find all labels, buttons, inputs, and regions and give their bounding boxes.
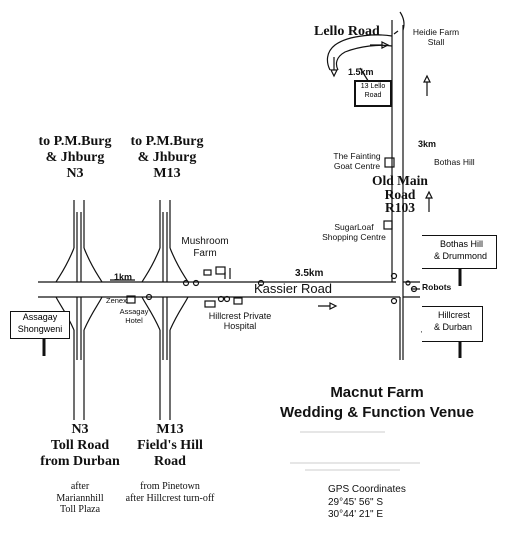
m13-bottom-line-1: M13 xyxy=(156,422,184,437)
venue-title-line-2: Wedding & Function Venue xyxy=(280,403,474,421)
gps-longitude: 30°44' 21" E xyxy=(328,509,384,520)
sugarloaf-line-1: SugarLoaf xyxy=(334,222,374,232)
n3-top-line-2: & Jhburg xyxy=(45,150,105,166)
lello-road-label: Lello Road xyxy=(314,24,380,39)
assagay-hotel-label: Assagay Hotel xyxy=(114,307,154,325)
sugarloaf-line-2: Shopping Centre xyxy=(322,231,386,242)
m13-bottom-direction: M13 Field's Hill Road xyxy=(110,422,230,470)
assagay-sign-line-1: Assagay xyxy=(22,312,58,322)
heidie-farm-stall-label: Heidie Farm Stall xyxy=(406,27,466,48)
distance-3km: 3km xyxy=(418,139,437,149)
m13-note-line-1: from Pinetown xyxy=(140,481,200,492)
lello13-line-1: 13 Lello xyxy=(360,83,386,90)
fainting-goat-line-2: Goat Centre xyxy=(333,160,381,171)
n3-bottom-direction: N3 Toll Road from Durban xyxy=(20,422,140,470)
kassier-road-label: Kassier Road xyxy=(254,281,333,296)
heidie-line-2: Stall xyxy=(427,36,445,47)
hillcrest-durban-sign: Hillcrest & Durban xyxy=(422,306,483,342)
gps-label: GPS Coordinates xyxy=(328,484,406,495)
n3-note-line-2: Mariannhill xyxy=(56,492,104,504)
hospital-line-2: Hospital xyxy=(223,321,257,332)
kassier-road xyxy=(38,281,400,298)
m13-bottom-note: from Pinetown after Hillcrest turn-off xyxy=(100,481,240,504)
hillcrest-hospital-label: Hillcrest Private Hospital xyxy=(196,311,284,332)
assagay-hotel-line-2: Hotel xyxy=(125,315,143,325)
n3-bottom-line-3: from Durban xyxy=(40,454,120,470)
hospital-line-1: Hillcrest Private xyxy=(208,311,272,321)
distance-1-5km: 1.5km xyxy=(348,67,374,77)
bothas-sign-line-2: & Drummond xyxy=(434,250,488,261)
n3-bottom-line-1: N3 xyxy=(71,422,89,437)
heidie-line-1: Heidie Farm xyxy=(412,27,460,37)
bothas-drummond-sign: Bothas Hill & Drummond xyxy=(422,235,497,269)
old-main-line-1: Old Main xyxy=(372,173,428,188)
n3-bottom-note: after Mariannhill Toll Plaza xyxy=(30,481,130,516)
assagay-sign-line-2: Shongweni xyxy=(17,323,63,334)
mushroom-line-1: Mushroom xyxy=(181,236,229,247)
m13-note-line-2: after Hillcrest turn-off xyxy=(125,492,215,504)
sugarloaf-label: SugarLoaf Shopping Centre xyxy=(314,222,394,243)
m13-bottom-line-2: Field's Hill xyxy=(137,438,203,454)
bothas-sign-line-1: Bothas Hill xyxy=(440,239,484,249)
m13-highway xyxy=(141,200,189,420)
zenex-label: Zenex xyxy=(106,296,127,305)
n3-note-line-1: after xyxy=(70,481,90,492)
n3-top-line-3: N3 xyxy=(66,166,84,182)
hillcrest-sign-line-2: & Durban xyxy=(434,321,473,332)
m13-top-line-1: to P.M.Burg xyxy=(130,134,204,149)
hillcrest-sign-line-1: Hillcrest xyxy=(438,310,471,320)
lello13-line-2: Road xyxy=(364,91,382,99)
distance-1km: 1km xyxy=(114,272,133,282)
n3-bottom-line-2: Toll Road xyxy=(50,438,110,454)
m13-top-line-3: M13 xyxy=(153,166,181,182)
old-main-line-3: R103 xyxy=(385,200,415,215)
fainting-goat-line-1: The Fainting xyxy=(333,151,381,161)
n3-highway xyxy=(55,200,103,420)
n3-note-line-3: Toll Plaza xyxy=(59,504,101,515)
lello-13-marker: 13 Lello Road xyxy=(354,80,392,107)
m13-top-direction: to P.M.Burg & Jhburg M13 xyxy=(112,134,222,182)
n3-top-line-1: to P.M.Burg xyxy=(38,134,112,149)
robots-label: Robots xyxy=(422,282,452,292)
mushroom-farm-label: Mushroom Farm xyxy=(170,236,240,259)
assagay-shongweni-sign: Assagay Shongweni xyxy=(10,311,70,339)
n3-top-direction: to P.M.Burg & Jhburg N3 xyxy=(20,134,130,182)
mushroom-line-2: Farm xyxy=(193,247,217,259)
bothas-hill-label: Bothas Hill xyxy=(434,157,475,167)
m13-bottom-line-3: Road xyxy=(154,454,186,470)
old-main-line-2: Road xyxy=(384,186,416,202)
fainting-goat-label: The Fainting Goat Centre xyxy=(322,151,392,172)
venue-title-line-1: Macnut Farm xyxy=(330,384,424,401)
venue-title: Macnut Farm Wedding & Function Venue xyxy=(252,383,502,422)
old-main-road-label: Old Main Road R103 xyxy=(360,174,440,215)
gps-coordinates: GPS Coordinates 29°45' 56" S 30°44' 21" … xyxy=(328,484,406,522)
distance-3-5km: 3.5km xyxy=(295,268,324,279)
gps-latitude: 29°45' 56" S xyxy=(328,496,384,508)
assagay-hotel-line-1: Assagay xyxy=(119,307,149,316)
m13-top-line-2: & Jhburg xyxy=(137,150,197,166)
